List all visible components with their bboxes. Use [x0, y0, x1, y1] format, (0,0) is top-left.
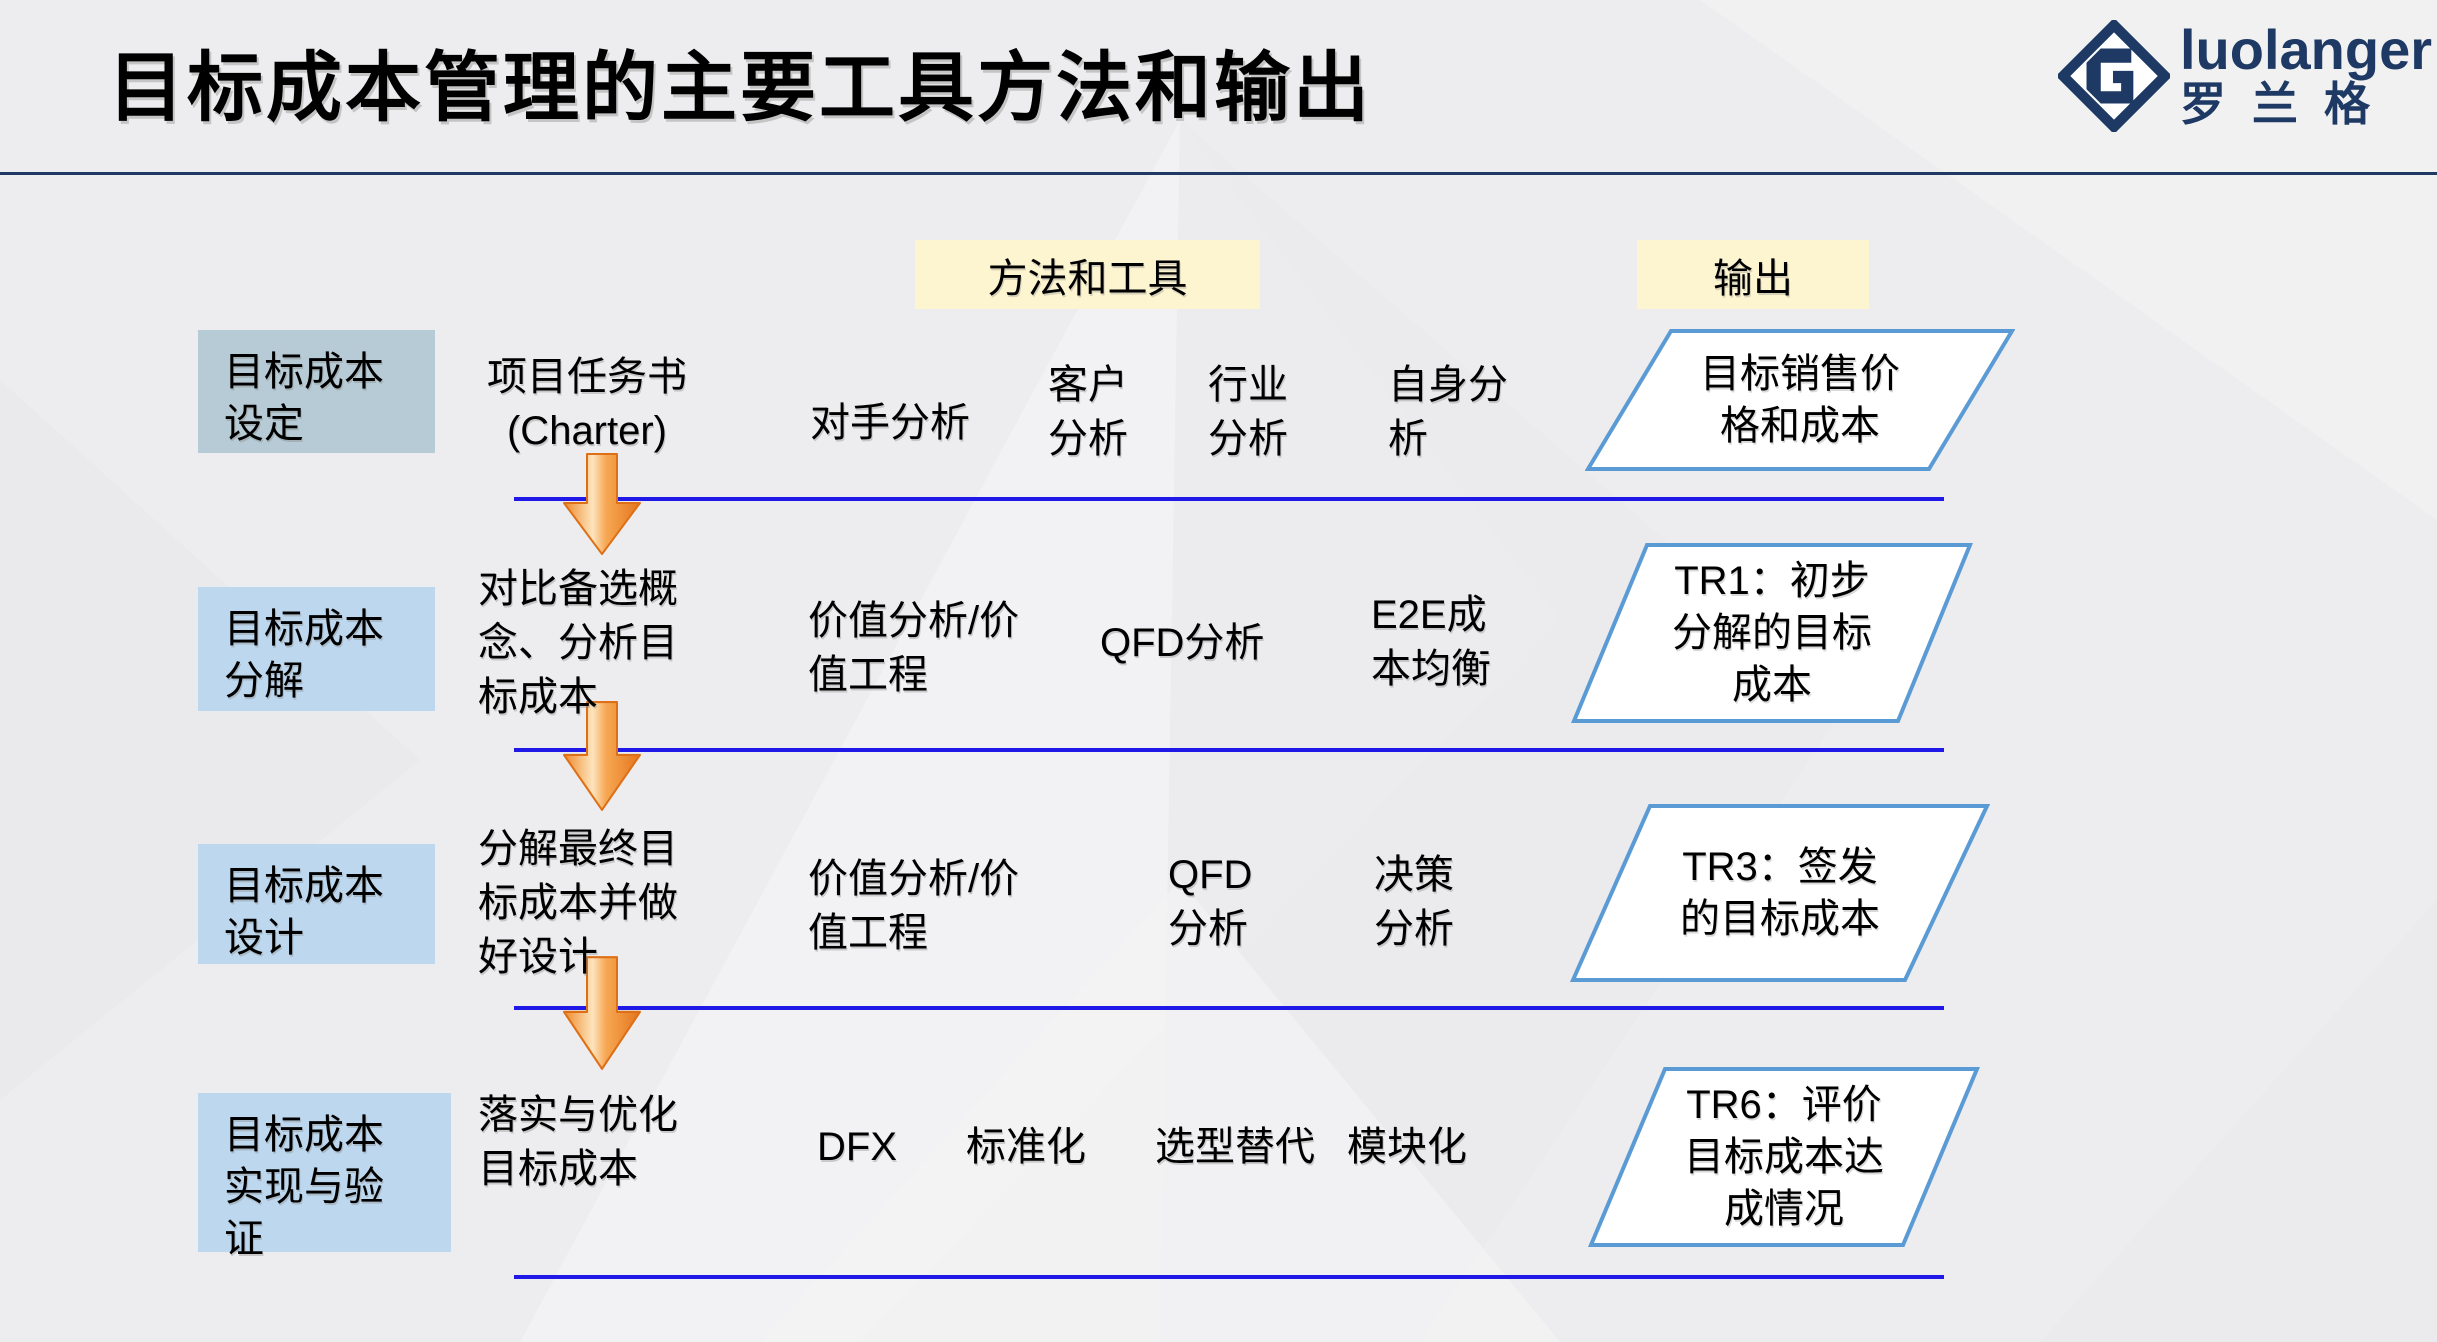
stage-box-target-cost-breakdown: 目标成本 分解 — [198, 587, 435, 711]
method-item: E2E成 本均衡 — [1371, 593, 1491, 691]
logo-brand-cn-text: 罗兰格 — [2180, 78, 2396, 130]
method-item: 价值分析/价 值工程 — [808, 857, 1020, 955]
diamond-g-logo-icon — [2058, 20, 2170, 132]
separator-line — [514, 748, 1944, 752]
method-item: 决策 分析 — [1374, 853, 1454, 951]
output-parallelogram: 目标销售价 格和成本 — [1585, 328, 2015, 472]
output-label: TR3：签发 的目标成本 — [1680, 845, 1880, 941]
stage-box-target-cost-design: 目标成本 设计 — [198, 844, 435, 964]
page-title: 目标成本管理的主要工具方法和输出 — [108, 46, 1372, 131]
separator-line — [514, 1006, 1944, 1010]
output-parallelogram: TR3：签发 的目标成本 — [1570, 803, 1990, 983]
logo-brand-text: luolanger — [2180, 18, 2433, 81]
output-label: TR1：初步 分解的目标 成本 — [1672, 559, 1872, 707]
method-item: 模块化 — [1347, 1125, 1467, 1169]
separator-line — [514, 497, 1944, 501]
method-item: QFD分析 — [1100, 621, 1265, 665]
flow-down-arrow-icon — [562, 955, 642, 1071]
method-item: QFD 分析 — [1168, 853, 1253, 951]
output-label: TR6：评价 目标成本达 成情况 — [1684, 1083, 1884, 1231]
activity-text: 对比备选概 念、分析目 标成本 — [478, 567, 678, 719]
method-item: 选型替代 — [1155, 1125, 1315, 1169]
output-parallelogram: TR6：评价 目标成本达 成情况 — [1588, 1066, 1980, 1248]
header-methods-and-tools: 方法和工具 — [915, 240, 1260, 309]
method-item: 对手分析 — [810, 401, 970, 445]
output-label: 目标销售价 格和成本 — [1700, 352, 1900, 448]
header-output: 输出 — [1637, 240, 1869, 309]
activity-text: 落实与优化 目标成本 — [478, 1093, 678, 1191]
method-item: 行业 分析 — [1208, 363, 1288, 461]
method-item: 价值分析/价 值工程 — [808, 599, 1020, 697]
stage-box-target-cost-realization: 目标成本 实现与验 证 — [198, 1093, 451, 1261]
logo-wordmark: luolanger 罗兰格 — [2180, 18, 2433, 130]
stage-box-target-cost-setting: 目标成本 设定 — [198, 330, 435, 453]
title-divider-line — [0, 172, 2437, 175]
method-item: 标准化 — [966, 1125, 1086, 1169]
activity-text: 项目任务书 (Charter) — [487, 355, 687, 453]
flow-down-arrow-icon — [562, 452, 642, 556]
method-item: 自身分 析 — [1388, 363, 1508, 461]
activity-text: 分解最终目 标成本并做 好设计 — [478, 827, 678, 979]
method-item: 客户 分析 — [1048, 363, 1128, 461]
flow-down-arrow-icon — [562, 700, 642, 812]
company-logo: luolanger 罗兰格 — [2052, 14, 2432, 144]
method-item: DFX — [817, 1125, 897, 1169]
separator-line — [514, 1275, 1944, 1279]
output-parallelogram: TR1：初步 分解的目标 成本 — [1571, 542, 1973, 724]
